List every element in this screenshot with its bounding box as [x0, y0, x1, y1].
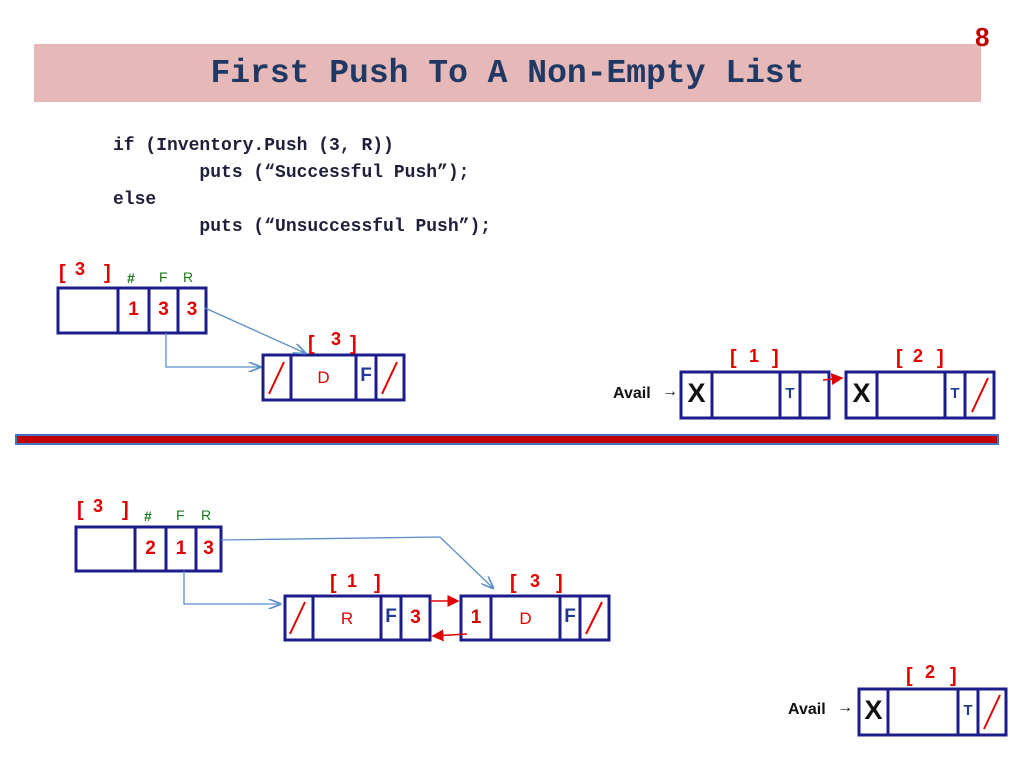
before-avail-node-1-box: [679, 370, 831, 420]
after-count-label: #: [144, 508, 152, 524]
after-avail-node-2-flag: T: [963, 702, 973, 719]
before-node-3-index: 3: [331, 329, 342, 349]
after-count-value: 2: [145, 538, 156, 559]
before-header-bracket-open: [: [59, 262, 66, 284]
before-avail-node-2-null-slash: [971, 377, 989, 413]
before-front-label: F: [159, 269, 168, 285]
after-node-3-data: D: [519, 609, 532, 628]
after-node-1-box: [283, 594, 432, 642]
after-avail-node-2-mark: X: [864, 695, 883, 725]
before-avail-arrow-icon: →: [662, 383, 678, 400]
before-avail-node-1-flag: T: [785, 385, 795, 402]
code-line-4: puts (“Unsuccessful Push”);: [113, 217, 492, 237]
before-header-index: 3: [75, 259, 86, 279]
before-avail-node-1-mark: X: [687, 378, 706, 408]
after-node-1-index: 1: [347, 571, 358, 591]
after-front-value: 1: [175, 538, 187, 559]
before-node-3-data: D: [317, 368, 330, 387]
before-node-3-next-null-slash: [381, 361, 398, 395]
code-line-3: else: [113, 190, 157, 210]
before-front-value: 3: [158, 299, 169, 320]
before-header-box: [56, 286, 208, 335]
after-avail-node-2-null-slash: [983, 694, 1001, 730]
after-front-label: F: [176, 507, 185, 523]
before-rear-arrow: [204, 307, 305, 353]
after-rear-arrow: [220, 536, 493, 588]
before-count-value: 1: [128, 299, 139, 320]
after-node-3-index: 3: [530, 571, 541, 591]
before-node-3-box: [261, 353, 406, 402]
after-avail-node-2-box: [857, 687, 1008, 737]
after-node-1-prev-null-slash: [289, 601, 306, 635]
before-count-label: #: [127, 270, 135, 286]
before-rear-label: R: [183, 269, 194, 285]
before-front-arrow: [165, 333, 260, 367]
slide-number: 8: [975, 22, 990, 52]
after-avail-node-2-index: 2: [925, 662, 936, 682]
after-node-3-prev: 1: [470, 607, 482, 628]
after-header-box: [74, 525, 223, 573]
after-node-3-box: [459, 594, 611, 642]
before-node-3-flag: F: [360, 365, 372, 386]
before-node-3-prev-null-slash: [268, 361, 285, 395]
title-bar: [34, 44, 981, 102]
before-header-bracket-close: ]: [104, 262, 111, 284]
after-front-arrow: [183, 571, 280, 604]
before-rear-value: 3: [186, 299, 198, 320]
after-avail-arrow-icon: →: [837, 699, 853, 716]
before-avail-node-2-mark: X: [852, 378, 871, 408]
after-node-1-data: R: [340, 609, 354, 628]
after-node-3-flag: F: [564, 606, 576, 627]
after-node-1-flag: F: [385, 606, 397, 627]
after-rear-value: 3: [203, 538, 214, 559]
before-avail-node-1-index: 1: [749, 346, 760, 366]
before-avail-label: Avail: [613, 385, 651, 402]
code-line-2: puts (“Successful Push”);: [113, 163, 470, 183]
before-avail-link-arrow: [822, 373, 844, 386]
after-node-3-next-null-slash: [585, 601, 603, 635]
before-avail-node-2-flag: T: [950, 385, 960, 402]
code-line-1: if (Inventory.Push (3, R)): [113, 136, 394, 156]
before-avail-node-2-index: 2: [913, 346, 924, 366]
after-avail-label: Avail: [788, 701, 826, 718]
after-header-index: 3: [93, 496, 104, 516]
before-avail-node-2-box: [844, 370, 996, 420]
slide-title: First Push To A Non-Empty List: [210, 55, 805, 92]
after-node-1-next: 3: [410, 607, 421, 628]
after-prev-link-arrow: [431, 629, 468, 642]
after-rear-label: R: [201, 507, 212, 523]
